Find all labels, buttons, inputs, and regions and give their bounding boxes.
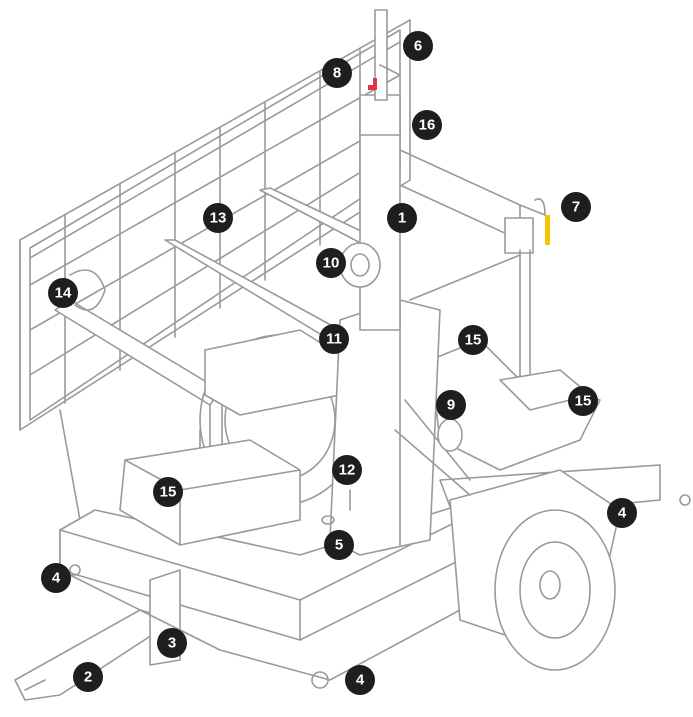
svg-text:11: 11	[326, 331, 342, 348]
svg-text:10: 10	[323, 255, 340, 272]
callout-2: 2	[73, 662, 103, 692]
callout-6: 6	[403, 31, 433, 61]
svg-text:5: 5	[335, 537, 343, 554]
svg-text:4: 4	[356, 672, 365, 689]
svg-text:1: 1	[398, 210, 406, 227]
callout-8: 8	[322, 58, 352, 88]
svg-text:4: 4	[618, 505, 627, 522]
callout-13: 13	[203, 203, 233, 233]
callout-5: 5	[324, 530, 354, 560]
battery-boxes	[119, 329, 601, 546]
svg-text:14: 14	[55, 285, 72, 302]
jack-stands	[69, 494, 691, 689]
callout-9: 9	[436, 390, 466, 420]
svg-text:6: 6	[414, 38, 422, 55]
svg-text:13: 13	[210, 210, 227, 227]
callout-11: 11	[319, 324, 349, 354]
callout-15b: 15	[458, 325, 488, 355]
svg-text:3: 3	[168, 635, 176, 652]
callout-15a: 15	[153, 477, 183, 507]
svg-text:15: 15	[160, 484, 177, 501]
chain-14	[69, 269, 106, 311]
svg-text:7: 7	[572, 199, 580, 216]
callout-4a: 4	[41, 563, 71, 593]
svg-text:15: 15	[575, 393, 592, 410]
callout-14: 14	[48, 278, 78, 308]
callout-12: 12	[332, 455, 362, 485]
side-rail	[399, 149, 546, 421]
callout-10: 10	[316, 248, 346, 278]
callout-15c: 15	[568, 386, 598, 416]
svg-text:12: 12	[339, 462, 356, 479]
svg-text:4: 4	[52, 570, 61, 587]
callout-7: 7	[561, 192, 591, 222]
svg-text:9: 9	[447, 397, 455, 414]
svg-text:8: 8	[333, 65, 341, 82]
svg-text:15: 15	[465, 332, 482, 349]
svg-text:2: 2	[84, 669, 92, 686]
callout-16: 16	[412, 110, 442, 140]
callout-1: 1	[387, 203, 417, 233]
red-marker-8	[373, 78, 377, 90]
svg-text:16: 16	[419, 117, 436, 134]
callout-4b: 4	[345, 665, 375, 695]
callout-3: 3	[157, 628, 187, 658]
callout-4c: 4	[607, 498, 637, 528]
wheel	[449, 469, 621, 671]
yellow-tag-7	[545, 215, 550, 245]
